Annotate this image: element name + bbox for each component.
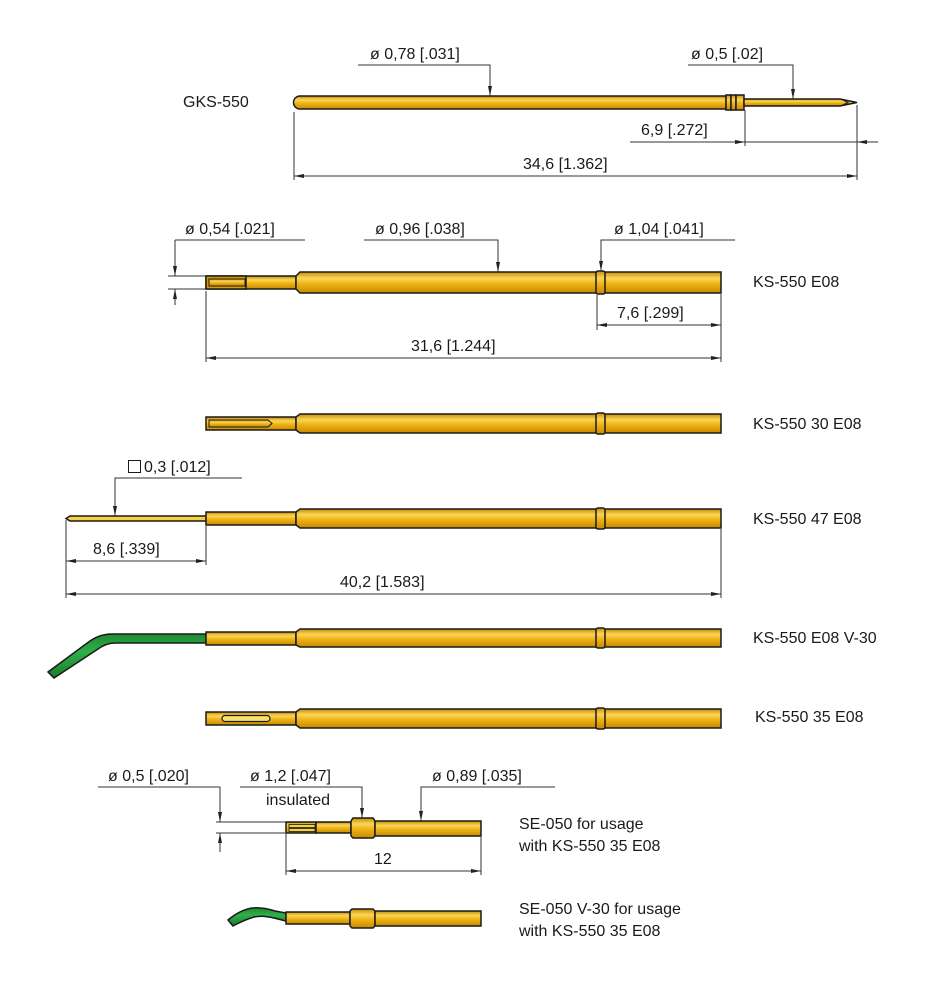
dim-overall-length-ks: 31,6 [1.244]: [411, 338, 496, 355]
part-label-ks-550-30-e08: KS-550 30 E08: [753, 416, 862, 433]
dim-insulated-diameter: ø 1,2 [.047]: [250, 768, 331, 785]
part-ks-550-e08: [205, 270, 722, 295]
part-ks-550-35-e08: [205, 707, 722, 730]
part-ks-550-e08-v-30: [46, 627, 722, 679]
part-label-se-050-line1: SE-050 for usage: [519, 816, 644, 833]
dim-plunger-diameter: ø 0,5 [.02]: [691, 46, 764, 63]
part-label-se-050-line2: with KS-550 35 E08: [519, 838, 661, 855]
dim-length-se: 12: [374, 851, 392, 868]
dim-overall-length-47: 40,2 [1.583]: [340, 574, 425, 591]
dim-square-pin: 0,3 [.012]: [128, 459, 211, 477]
dims-ks-550-e08: [168, 239, 735, 362]
part-se-050-v-30: [226, 907, 482, 929]
dim-square-pin-value: 0,3 [.012]: [144, 459, 211, 476]
part-label-se-050-v-30-line2: with KS-550 35 E08: [519, 923, 661, 940]
dim-tip-diameter: ø 0,78 [.031]: [370, 46, 460, 63]
part-label-ks-550-e08-v-30: KS-550 E08 V-30: [753, 630, 877, 647]
part-label-ks-550-47-e08: KS-550 47 E08: [753, 511, 862, 528]
dims-se-050: [98, 786, 555, 875]
dim-insulated-note: insulated: [266, 792, 331, 809]
dim-pin-length: 8,6 [.339]: [93, 541, 160, 558]
dim-bore-diameter: ø 0,54 [.021]: [185, 221, 275, 238]
dims-gks-550: [293, 64, 878, 180]
part-label-ks-550-35-e08: KS-550 35 E08: [755, 709, 864, 726]
part-gks-550: [292, 94, 858, 111]
part-ks-550-47-e08: [64, 507, 722, 530]
part-se-050: [285, 817, 482, 839]
dim-body-diameter-se: ø 0,89 [.035]: [432, 768, 522, 785]
dim-ring-diameter: ø 1,04 [.041]: [614, 221, 704, 238]
square-symbol-icon: [128, 460, 141, 473]
dim-ring-to-end: 7,6 [.299]: [617, 305, 684, 322]
dim-wire-diameter: ø 0,5 [.020]: [108, 768, 189, 785]
dim-plunger-length: 6,9 [.272]: [641, 122, 708, 139]
dim-body-diameter: ø 0,96 [.038]: [375, 221, 465, 238]
part-label-gks-550: GKS-550: [183, 94, 249, 111]
dims-ks-550-47-e08: [65, 477, 722, 598]
part-ks-550-30-e08: [205, 412, 722, 435]
dim-overall-length-gks: 34,6 [1.362]: [523, 156, 608, 173]
part-label-se-050-v-30-line1: SE-050 V-30 for usage: [519, 901, 681, 918]
part-label-ks-550-e08: KS-550 E08: [753, 274, 840, 291]
